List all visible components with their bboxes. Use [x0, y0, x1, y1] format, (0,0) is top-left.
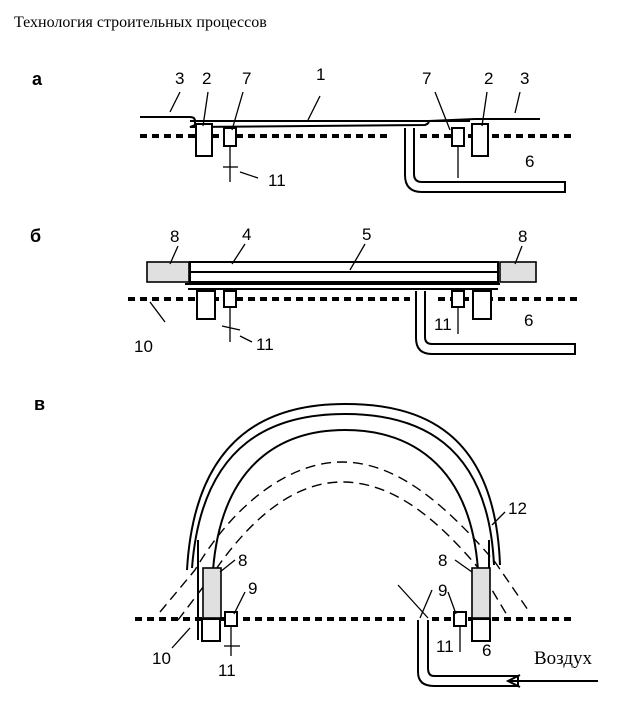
deflated-outline [177, 481, 511, 621]
ballast-block [472, 290, 492, 320]
panel-b-label: б [30, 226, 41, 246]
callout: 3 [175, 69, 184, 88]
dome-inner [212, 428, 479, 571]
insulation-fill [146, 261, 190, 283]
document-title: Технология строительных процессов [14, 14, 267, 31]
ballast-block [196, 290, 216, 320]
callout: 10 [152, 649, 171, 668]
callout: 7 [422, 69, 431, 88]
callout: 2 [484, 69, 493, 88]
anchor-block [453, 611, 467, 627]
callout: 8 [518, 227, 527, 246]
ballast-block [201, 618, 221, 642]
anchor-block [451, 127, 465, 147]
callout: 11 [434, 315, 452, 334]
panel-v-label: в [34, 394, 45, 414]
insulation-fill [499, 261, 537, 283]
callout: 9 [248, 579, 257, 598]
callout: 7 [242, 69, 251, 88]
air-pipe [404, 128, 566, 193]
anchor-block [224, 611, 238, 627]
callout: 8 [438, 551, 447, 570]
panel-a-label: а [32, 69, 43, 89]
panel-b: б 8 4 5 8 10 11 11 [30, 225, 580, 356]
callout: 12 [508, 499, 527, 518]
air-pipe [415, 291, 576, 355]
callout: 6 [525, 152, 534, 171]
callout: 11 [268, 171, 286, 190]
air-pipe [417, 620, 519, 687]
insulation-fill [471, 567, 491, 619]
panel-v: в [34, 394, 598, 688]
callout: 8 [238, 551, 247, 570]
callout: 9 [438, 581, 447, 600]
callout: 6 [482, 641, 491, 660]
anchor-block [223, 290, 237, 308]
deflated-outline [159, 461, 529, 613]
panel-a: а 1 2 3 7 2 3 7 11 [32, 65, 575, 193]
callout: 11 [436, 637, 454, 656]
callout: 10 [134, 337, 153, 356]
callout: 11 [256, 335, 274, 354]
insulation-fill [202, 567, 222, 619]
air-arrow-head [505, 674, 521, 688]
dome-outer [186, 402, 501, 571]
callout: 2 [202, 69, 211, 88]
ballast-block [195, 123, 213, 157]
callout: 6 [524, 311, 533, 330]
callout: 3 [520, 69, 529, 88]
callout: 4 [242, 225, 251, 244]
air-flow-marks [397, 584, 433, 619]
anchor-cross [221, 325, 241, 331]
dome-outer-2 [191, 412, 495, 569]
ballast-block [471, 618, 491, 642]
anchor-block [223, 127, 237, 147]
callout: 11 [218, 661, 236, 680]
callout: 5 [362, 225, 371, 244]
callout: 1 [316, 65, 325, 84]
anchor-block [451, 290, 465, 308]
ballast-block [471, 123, 489, 157]
air-label: Воздух [534, 648, 593, 669]
callout: 8 [170, 227, 179, 246]
